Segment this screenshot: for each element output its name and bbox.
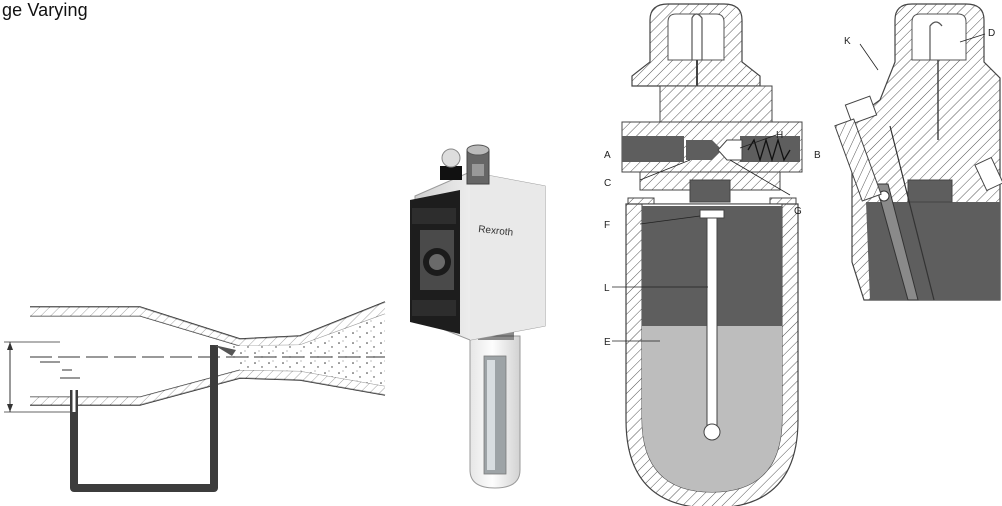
label-leaders [612, 33, 986, 342]
label-A: A [604, 150, 611, 161]
lubricator-side-section [834, 3, 1002, 301]
header-text: ge Varying [2, 0, 88, 20]
label-G: G [794, 206, 802, 217]
label-H: H [776, 130, 783, 141]
lubricator-cross-section [621, 3, 803, 506]
label-E: E [604, 337, 611, 348]
label-B: B [814, 150, 821, 161]
label-F: F [604, 220, 610, 231]
venturi-diagram [4, 301, 386, 492]
label-C: C [604, 178, 611, 189]
label-L: L [604, 283, 610, 294]
brand-text: Rexroth [478, 224, 514, 239]
label-K: K [844, 36, 851, 47]
lubricator-product-image: Rexroth [410, 144, 546, 489]
label-D: D [988, 28, 995, 39]
